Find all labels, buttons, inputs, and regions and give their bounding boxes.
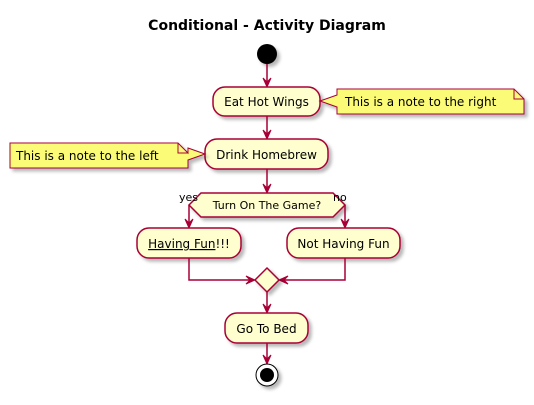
edge-merge-to-bed (262, 292, 272, 315)
note-left: This is a note to the left (9, 142, 207, 169)
activity-go-to-bed: Go To Bed (224, 312, 309, 344)
note-right-text: This is a note to the right (344, 95, 497, 109)
edge-drink-to-decision (262, 169, 272, 195)
diagram-title: Conditional - Activity Diagram (148, 18, 386, 34)
activity-having-fun-label: Having Fun!!! (148, 237, 230, 251)
edge-yes-branch (184, 205, 194, 230)
edge-start-to-eat (262, 64, 272, 89)
edge-eat-to-drink (262, 116, 272, 141)
activity-eat-hot-wings: Eat Hot Wings (212, 86, 321, 117)
activity-not-having-fun-label: Not Having Fun (297, 237, 389, 251)
end-node (255, 363, 279, 387)
activity-drink-homebrew: Drink Homebrew (204, 138, 329, 170)
decision-question: Turn On The Game? (212, 199, 322, 212)
activity-drink-label: Drink Homebrew (216, 148, 317, 162)
edge-bed-to-end (262, 343, 272, 366)
edge-no-branch (340, 205, 350, 230)
edge-not-having-fun-to-merge (277, 258, 346, 285)
activity-having-fun: Having Fun!!! (136, 227, 242, 259)
merge-node (253, 266, 281, 294)
edge-having-fun-to-merge (188, 258, 257, 285)
note-left-text: This is a note to the left (15, 149, 159, 163)
branch-no-label: no (333, 191, 347, 204)
start-node (257, 44, 277, 64)
note-right: This is a note to the right (318, 88, 525, 115)
activity-bed-label: Go To Bed (236, 322, 296, 336)
activity-not-having-fun: Not Having Fun (286, 227, 401, 259)
activity-eat-label: Eat Hot Wings (224, 95, 309, 109)
decision-turn-on-game: Turn On The Game? (187, 192, 347, 218)
branch-yes-label: yes (179, 191, 198, 204)
